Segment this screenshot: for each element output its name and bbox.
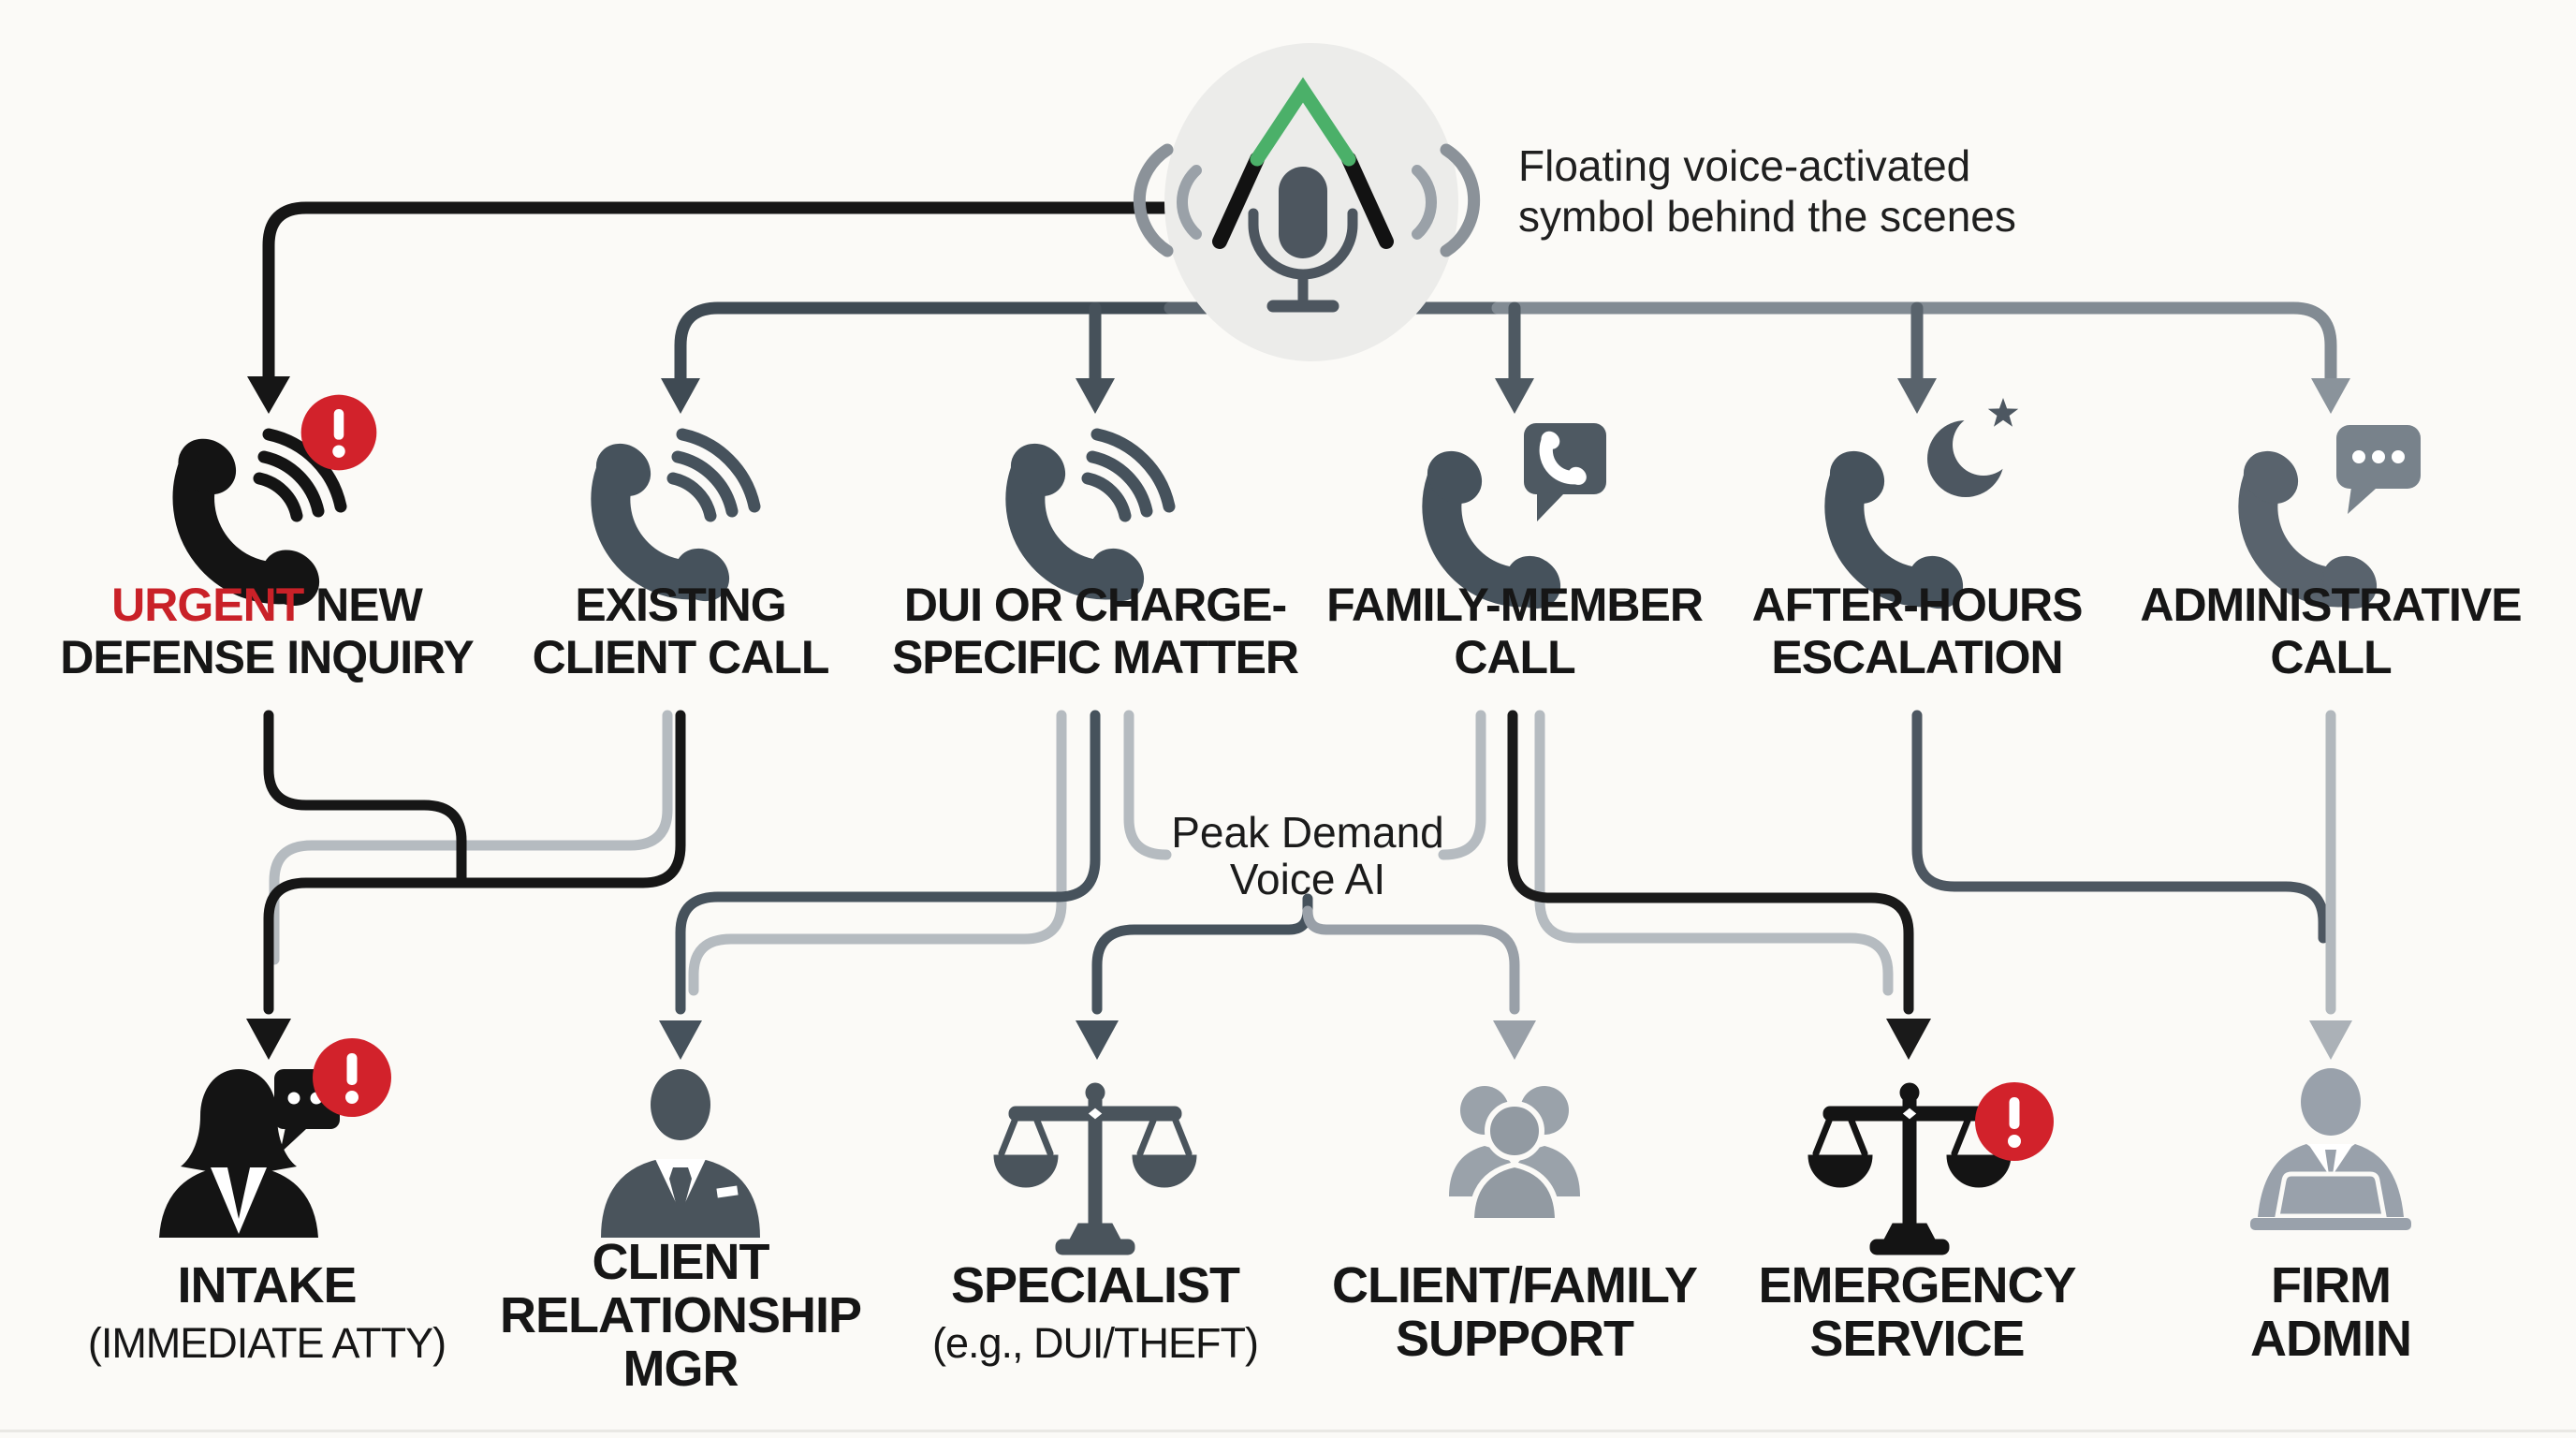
- hub-annotation-line2: symbol behind the scenes: [1518, 192, 2016, 241]
- phone-night-moon-star-icon: [1820, 398, 2019, 619]
- destination-label-emergency: EMERGENCY SERVICE: [1758, 1257, 2076, 1367]
- phone-message-dots-icon: [2233, 425, 2421, 619]
- alert-badge-icon: [1975, 1082, 2054, 1161]
- receptionist-alert-icon: [159, 1038, 391, 1238]
- alert-badge-icon: [313, 1038, 391, 1117]
- ai-node-label: Peak Demand Voice AI: [1119, 809, 1497, 902]
- call-type-label-existing: EXISTING CLIENT CALL: [532, 579, 830, 683]
- call-type-label-dui: DUI OR CHARGE- SPECIFIC MATTER: [891, 579, 1299, 683]
- hub-annotation: Floating voice-activated symbol behind t…: [1518, 140, 2248, 242]
- ai-node-line1: Peak Demand: [1171, 808, 1444, 857]
- call-type-label-urgent: URGENT NEW DEFENSE INQUIRY: [60, 579, 475, 683]
- manager-person-icon: [601, 1069, 760, 1238]
- destination-label-client-family: CLIENT/FAMILY SUPPORT: [1331, 1257, 1698, 1367]
- hub-arrowheads: [247, 376, 2350, 414]
- alert-badge-icon: [300, 394, 377, 471]
- call-type-label-family: FAMILY-MEMBER CALL: [1326, 579, 1704, 683]
- destination-arrowheads: [246, 1019, 2352, 1060]
- voice-assistant-microphone-icon: [1133, 43, 1481, 361]
- call-type-label-administrative: ADMINISTRATIVE CALL: [2140, 579, 2522, 683]
- destination-label-client-rel-mgr: CLIENT RELATIONSHIP MGR: [499, 1234, 862, 1397]
- justice-scales-icon: [994, 1083, 1196, 1255]
- ai-node-line2: Voice AI: [1229, 855, 1386, 903]
- hub-annotation-line1: Floating voice-activated: [1518, 141, 1971, 190]
- urgent-accent-text: URGENT: [111, 579, 304, 631]
- destination-label-firm-admin: FIRM ADMIN: [2250, 1257, 2412, 1367]
- destination-label-intake: INTAKE (IMMEDIATE ATTY): [87, 1257, 446, 1368]
- people-group-icon: [1449, 1086, 1580, 1224]
- call-type-label-afterhours: AFTER-HOURS ESCALATION: [1751, 579, 2084, 683]
- phone-callback-bubble-icon: [1417, 423, 1606, 619]
- justice-scales-alert-icon: [1808, 1082, 2054, 1255]
- destination-label-specialist: SPECIALIST (e.g., DUI/THEFT): [931, 1257, 1259, 1368]
- routing-connector-lines: [263, 710, 2336, 1015]
- admin-at-laptop-icon: [2250, 1068, 2411, 1230]
- bottom-edge-rule: [0, 1430, 2576, 1432]
